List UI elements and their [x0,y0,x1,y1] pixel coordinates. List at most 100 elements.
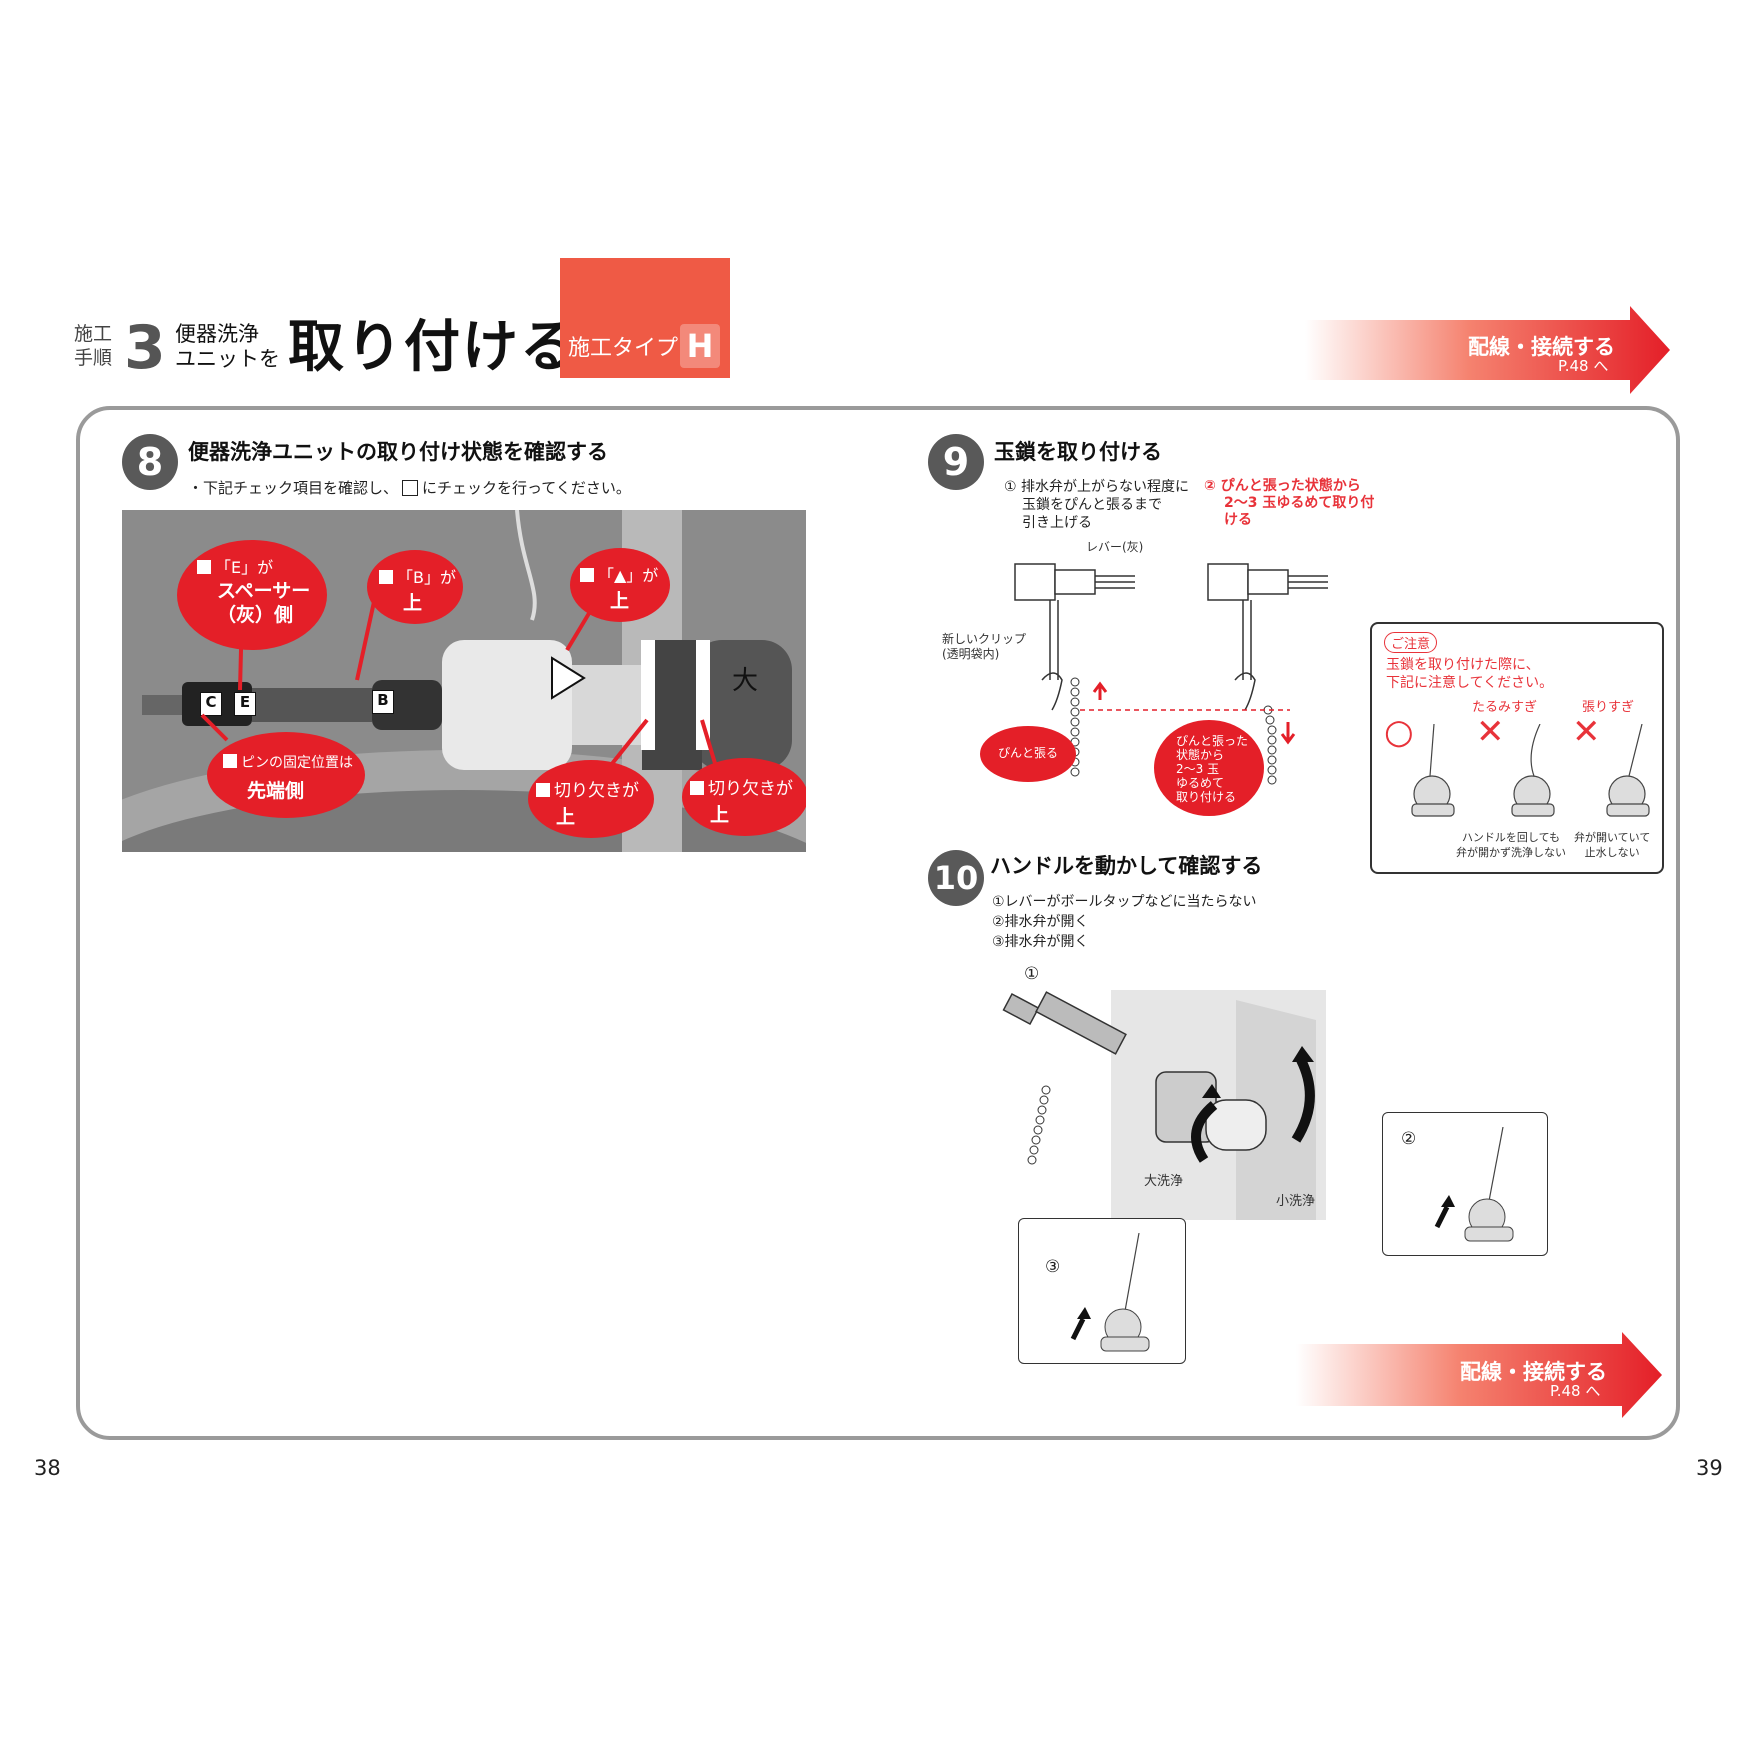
caution-col3-caption: 弁が開いていて 止水しない [1574,830,1650,860]
bubble-b-line1: 「B」が [397,568,456,587]
large-flush-label: 大洗浄 [1144,1174,1184,1189]
bubble-pull-tight: ぴんと張る [980,726,1076,782]
page-title: 取り付ける [288,315,578,380]
checkbox-icon[interactable] [580,568,594,582]
bottom-banner-arrow[interactable] [1296,1332,1662,1418]
bottom-banner-page-ref: P.48 へ [1550,1382,1601,1400]
checkbox-icon[interactable] [379,570,393,584]
ok-mark-icon: ○ [1384,712,1414,752]
page-number-right: 39 [1696,1456,1723,1480]
page-number-left: 38 [34,1456,61,1480]
bubble-notch1-line2: 上 [556,806,576,828]
step10-item3: ③排水弁が開く [992,934,1089,950]
caution-col3-caption-line2: 止水しない [1584,846,1640,859]
step10-title: ハンドルを動かして確認する [990,854,1263,878]
caution-badge: ご注意 [1384,632,1438,653]
step9-number: 9 [928,434,984,490]
step8-photo: C E B 大 「E」が スペーサー （灰）側 「B」が 上 「▲」が 上 ピン… [122,510,806,852]
label-dai: 大 [732,666,759,696]
top-banner-page-ref: P.48 へ [1558,357,1609,375]
bubble-pin-position: ピンの固定位置は 先端側 [207,732,365,818]
bubble-e-line1: 「E」が [215,558,274,577]
step8-number: 8 [122,434,178,490]
checkbox-icon[interactable] [690,781,704,795]
caution-col2-caption: ハンドルを回しても 弁が開かず洗浄しない [1456,830,1566,860]
inset-2-marker: ② [1401,1129,1417,1149]
caution-text: 玉鎖を取り付けた際に、 下記に注意してください。 [1386,656,1553,692]
construction-type-letter: H [680,324,720,368]
top-banner-arrow[interactable] [1305,306,1670,394]
bubble-loosen-line2: 状態から [1176,748,1225,762]
valve-illustrations [1411,724,1650,817]
checkbox-icon[interactable] [536,783,550,797]
bubble-pin-line2: 先端側 [247,780,305,802]
bottom-banner-title: 配線・接続する [1460,1360,1607,1384]
step9-note2-line1: ② ぴんと張った状態から [1204,478,1361,494]
step10-items: ①レバーがボールタップなどに当たらない ②排水弁が開く ③排水弁が開く [992,892,1257,952]
bubble-tri-line1: 「▲」が [598,566,659,585]
ng-mark-icon-2: ✕ [1572,712,1601,752]
bubble-b-top: 「B」が 上 [367,550,463,624]
ng-mark-icon-1: ✕ [1476,712,1505,752]
bubble-loosen-line1: ぴんと張った [1176,734,1249,748]
step8-title: 便器洗浄ユニットの取り付け状態を確認する [188,440,608,464]
label-e: E [234,692,256,716]
step9-note1-line1: ① 排水弁が上がらない程度に [1004,479,1190,495]
construction-type-box: 施工タイプ H [560,258,730,378]
top-banner-title: 配線・接続する [1468,335,1615,359]
header-kanji-line2: 手順 [74,347,113,369]
checkbox-icon [402,480,419,496]
bubble-notch2-line1: 切り欠きが [708,779,793,799]
bubble-notch-2: 切り欠きが 上 [682,758,806,836]
step9-title: 玉鎖を取り付ける [994,440,1162,464]
inset-3-drawing [1070,1233,1150,1352]
bubble-notch-1: 切り欠きが 上 [528,760,654,838]
triangle-icon [551,656,586,700]
caution-box: ご注意 玉鎖を取り付けた際に、 下記に注意してください。 たるみすぎ 張りすぎ … [1370,622,1664,874]
caution-col3-label: 張りすぎ [1582,700,1635,715]
header-step-number: 3 [124,313,166,383]
bubble-e-line2: スペーサー [217,580,311,602]
bubble-notch1-line1: 切り欠きが [554,781,639,801]
header-sub-line1: 便器洗浄 [175,322,259,346]
bubble-loosen-line5: 取り付ける [1176,790,1237,804]
construction-type-label: 施工タイプ [568,336,679,361]
header-kanji-line1: 施工 [74,323,113,345]
bubble-triangle-top: 「▲」が 上 [570,548,670,622]
caution-col3-caption-line1: 弁が開いていて [1574,831,1651,844]
bubble-tri-line2: 上 [610,590,630,612]
bubble-notch2-line2: 上 [710,804,730,826]
caution-col2-caption-line2: 弁が開かず洗浄しない [1456,846,1566,859]
step9-note2-line2: 2～3 玉ゆるめて取り付 [1224,495,1375,511]
step10-item2: ②排水弁が開く [992,914,1089,930]
step10-number: 10 [928,850,984,906]
header-sub-line2: ユニットを [175,347,280,371]
bubble-loosen-line4: ゆるめて [1176,776,1225,790]
step9-note1-line3: 引き上げる [1022,515,1092,531]
checkbox-icon[interactable] [223,754,237,768]
label-b: B [372,690,394,714]
header-subtitle: 便器洗浄 ユニットを [175,322,280,372]
step10-marker-1: ① [1024,964,1040,984]
bubble-loosen-line3: 2～3 玉 [1176,762,1220,776]
chain-diagram [1014,563,1328,785]
bubble-pin-line1: ピンの固定位置は [241,755,353,771]
bubble-e-line3: （灰）側 [217,604,294,626]
checkbox-icon[interactable] [197,560,211,574]
bubble-loosen: ぴんと張った 状態から 2～3 玉 ゆるめて 取り付ける [1154,720,1264,816]
inset-2-drawing [1434,1127,1514,1242]
bubble-e-spacer: 「E」が スペーサー （灰）側 [177,540,327,650]
step9-note-2: ② ぴんと張った状態から 2～3 玉ゆるめて取り付 ける [1204,478,1374,529]
step8-instruction-before: ・下記チェック項目を確認し、 [188,479,399,497]
step9-note1-line2: 玉鎖をぴんと張るまで [1022,497,1162,513]
content-frame [76,406,1680,1440]
inset-valve-2: ② [1382,1112,1548,1256]
step10-item1: ①レバーがボールタップなどに当たらない [992,894,1257,910]
notch-marker-2 [696,640,710,750]
clip-label-line2: (透明袋内) [942,647,1000,661]
caution-text-line2: 下記に注意してください。 [1386,675,1554,691]
caution-col2-label: たるみすぎ [1472,700,1538,715]
step9-note2-line3: ける [1224,512,1252,528]
inset-valve-3: ③ [1018,1218,1186,1364]
small-flush-label: 小洗浄 [1276,1194,1316,1209]
